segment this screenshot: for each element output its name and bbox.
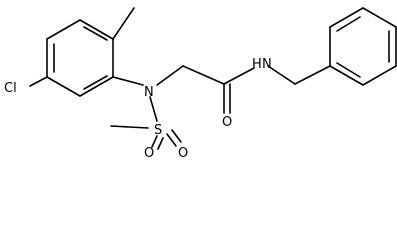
carbonyl-double-bond: [223, 83, 231, 114]
ch2-phenyl-bond: [294, 65, 331, 85]
carbonyl-oxygen-label: O: [222, 115, 232, 130]
nh-ch2-bond: [267, 65, 296, 85]
sulfonyl-double-bonds: [151, 129, 182, 150]
n-ch2-bond: [156, 65, 184, 86]
ch2-carbonyl-bond: [182, 65, 225, 85]
chlorotolyl-ring: [46, 19, 114, 97]
amide-hydrogen-label: H: [252, 57, 262, 72]
phenyl-ring: [329, 7, 397, 86]
chloro-bond: [29, 76, 48, 87]
amine-nitrogen-label: N: [144, 85, 154, 100]
sulfonyl-oxygen-right-label: O: [178, 146, 188, 160]
sulfonyl-oxygen-left-label: O: [144, 146, 154, 160]
amide-nitrogen-label: N: [262, 57, 272, 72]
carbonyl-nh-bond: [223, 67, 255, 85]
s-methyl-bond: [110, 125, 149, 129]
molecule-drawing: Cl N S O O O H N: [4, 7, 397, 160]
sulfur-atom-label: S: [154, 123, 162, 138]
methyl-bond: [112, 7, 135, 40]
chlorine-atom-label: Cl: [4, 81, 17, 96]
n-s-bond: [149, 96, 158, 122]
structure-canvas: Cl N S O O O H N: [4, 7, 397, 160]
ring-n-bond: [112, 76, 144, 86]
